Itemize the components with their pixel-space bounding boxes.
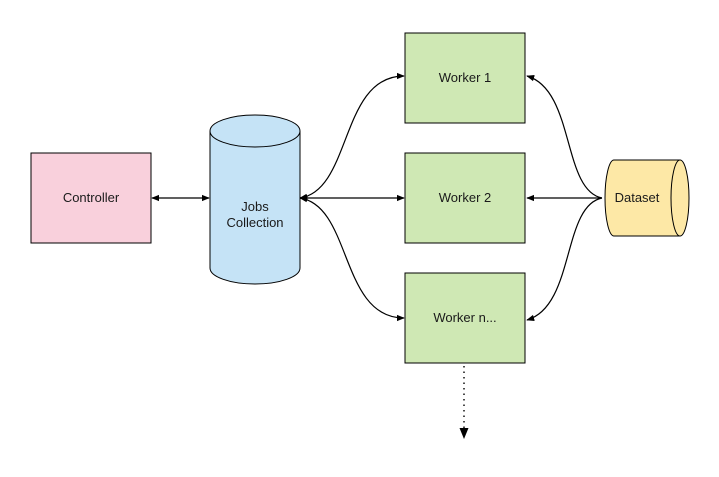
controller-box — [30, 152, 152, 244]
worker-2-label: Worker 2 — [439, 190, 492, 205]
worker-n-label: Worker n... — [433, 310, 496, 325]
jobs-cylinder-top — [209, 114, 301, 148]
dotted-arrow-head — [459, 428, 469, 439]
dataset-cylinder-end — [670, 159, 681, 237]
controller-node[interactable]: Controller — [30, 152, 152, 244]
worker-n-box — [404, 272, 526, 364]
jobs-cylinder-body — [209, 131, 301, 285]
dataset-node[interactable]: Dataset — [604, 159, 690, 237]
worker-1-label: Worker 1 — [439, 70, 492, 85]
edge-dataset-worker1 — [526, 74, 603, 199]
worker-2-node[interactable]: Worker 2 — [404, 152, 526, 244]
jobs-label-line-1: Jobs — [241, 199, 269, 214]
jobs-collection-node[interactable]: Jobs Collection — [209, 114, 301, 285]
worker-2-box — [404, 152, 526, 244]
jobs-label-line-2: Collection — [226, 215, 283, 230]
edge-jobs-worker1 — [299, 72, 405, 201]
edge-dataset-workern — [526, 197, 603, 322]
worker-1-node[interactable]: Worker 1 — [404, 32, 526, 124]
controller-label: Controller — [63, 190, 120, 205]
worker-n-node[interactable]: Worker n... — [404, 272, 526, 364]
edge-jobs-workern — [299, 195, 405, 322]
worker-1-box — [404, 32, 526, 124]
edges — [151, 72, 603, 439]
dataset-label: Dataset — [615, 190, 660, 205]
